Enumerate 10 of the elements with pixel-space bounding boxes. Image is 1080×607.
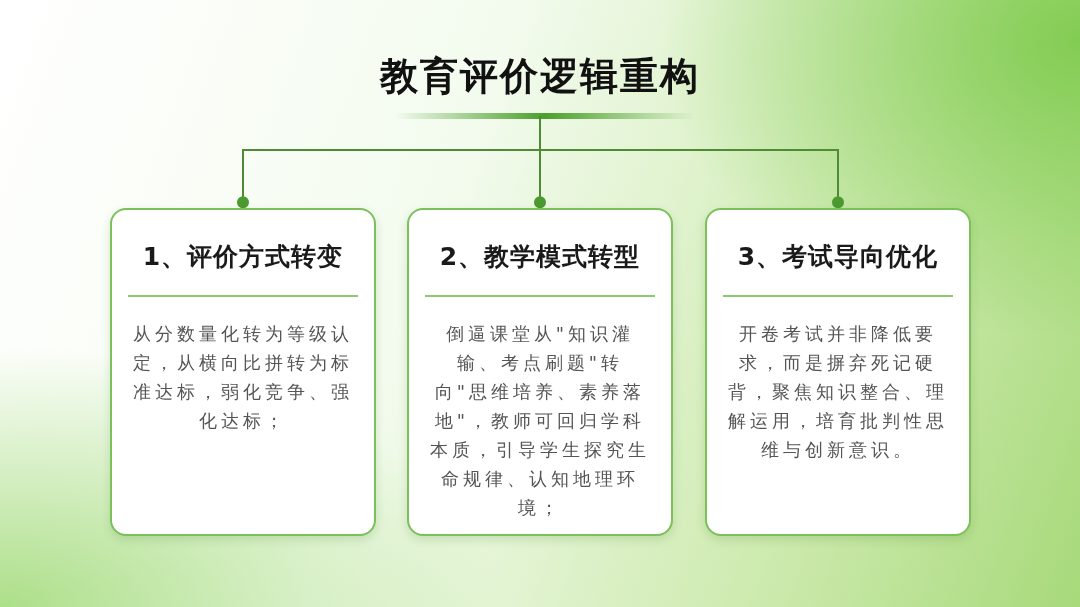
- card-heading: 2、教学模式转型: [439, 241, 641, 273]
- title: 教育评价逻辑重构: [380, 52, 700, 100]
- card-heading: 1、评价方式转变: [142, 241, 344, 273]
- card: [110, 208, 376, 536]
- card-body-text: 从分数量化转为等级认定，从横向比拼转为标准达标，弱化竞争、强化达标；: [132, 322, 354, 433]
- card-body-text: 开卷考试并非降低要求，而是摒弃死记硬背，聚焦知识整合、理解运用，培育批判性思维与创新意识。: [727, 322, 949, 462]
- card: [705, 208, 971, 536]
- card-body-text: 倒逼课堂从"知识灌输、考点刷题"转向"思维培养、素养落地"，教师可回归学科本质，引导学生探究生命规律、认知地理环境；: [429, 322, 651, 520]
- card: [407, 208, 673, 536]
- card-heading: 3、考试导向优化: [737, 241, 939, 273]
